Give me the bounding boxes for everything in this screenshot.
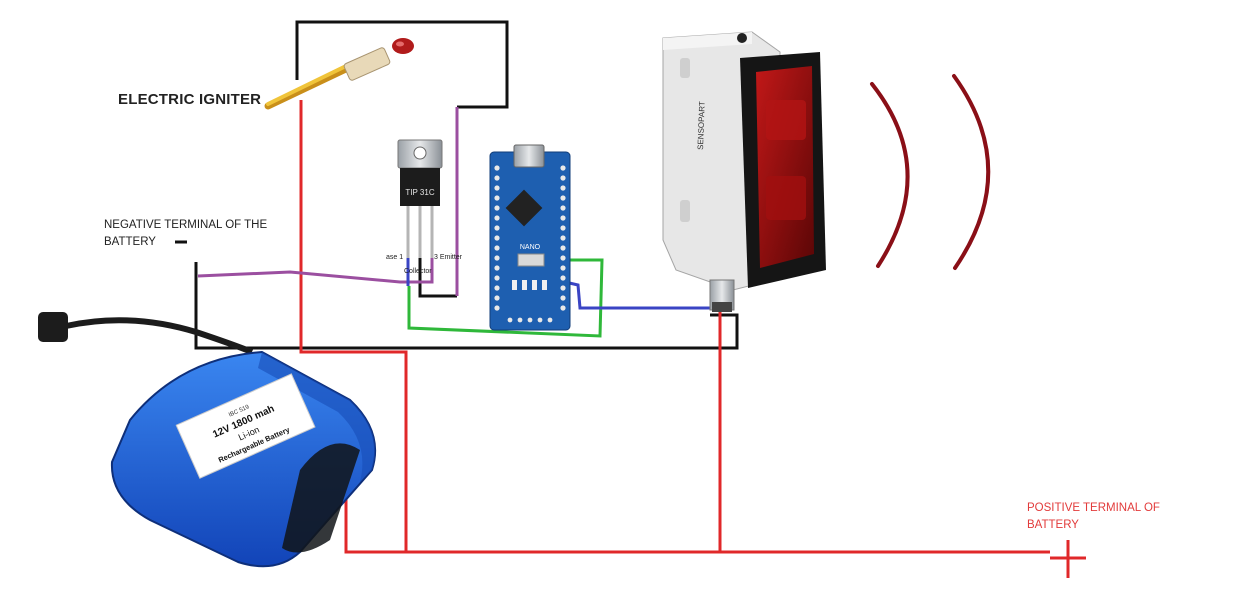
signal-wires: [406, 258, 722, 310]
pin-emitter-label: 3 Emitter: [434, 254, 463, 261]
sensor-brand-label: SENSOPART: [696, 101, 707, 150]
negative-wires: [194, 20, 739, 350]
light-beam-waves: [870, 74, 991, 270]
pin-base-label: ase 1: [386, 254, 403, 261]
transistor-part-label: TIP 31C: [405, 188, 434, 197]
pin-collector-label: Collector: [404, 268, 432, 275]
sensopart-sensor: SENSOPART: [662, 31, 826, 312]
igniter-label: ELECTRIC IGNITER: [118, 91, 262, 108]
base-wires: [197, 107, 459, 296]
transistor-tip31c: TIP 31C ase 1 3 Emitter Collector: [386, 139, 463, 275]
positive-symbol: [1050, 540, 1086, 578]
negative-terminal-label: NEGATIVE TERMINAL OF THE BATTERY: [104, 219, 268, 248]
arduino-board-label: NANO: [520, 244, 541, 251]
arduino-nano: NANO: [489, 144, 571, 331]
battery-pack: IBC 519 12V 1800 mah Li-ion Rechargeable…: [38, 312, 377, 568]
positive-terminal-label: POSITIVE TERMINAL OF BATTERY: [1027, 502, 1160, 531]
ground-wire: [407, 258, 604, 338]
electric-igniter: [264, 38, 414, 110]
